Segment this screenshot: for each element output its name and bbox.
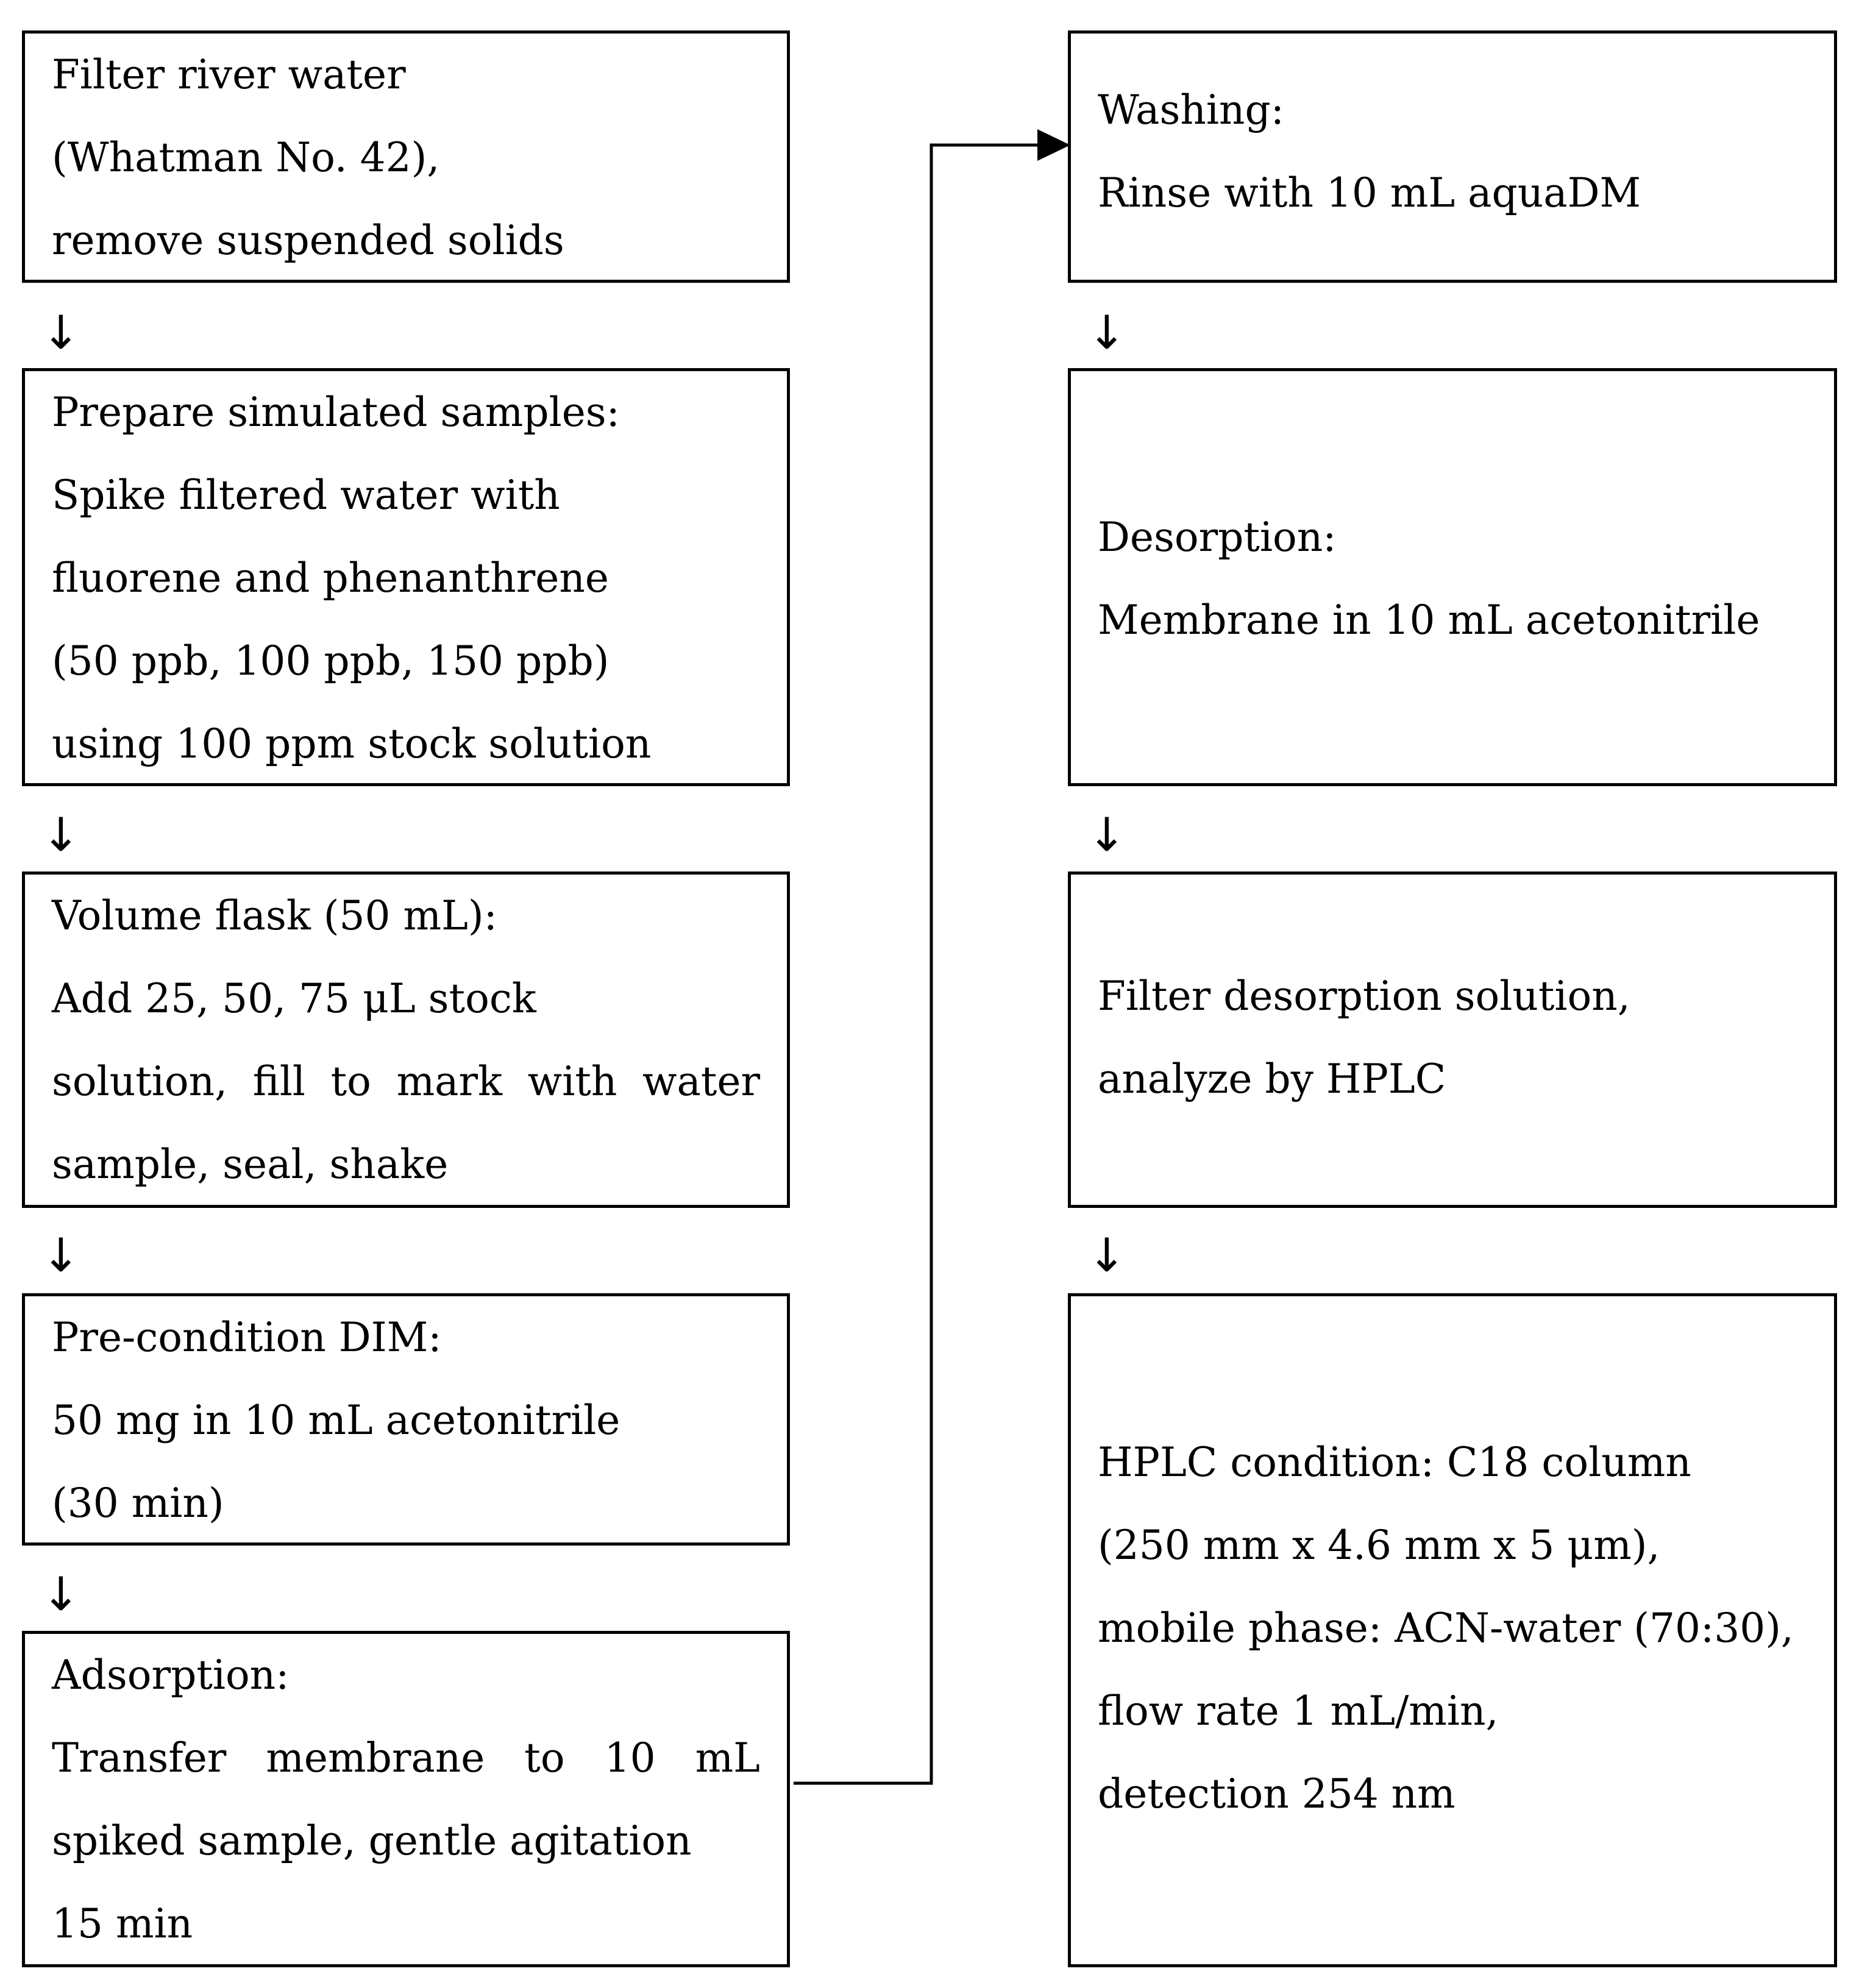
step-volume-line-3: solution, fill to mark with water [52, 1058, 760, 1105]
step-washing-box: Washing: Rinse with 10 mL aquaDM [1068, 30, 1837, 283]
step-precondition-box: Pre-condition DIM: 50 mg in 10 mL aceton… [22, 1293, 790, 1546]
step-prepare-line-4: (50 ppb, 100 ppb, 150 ppb) [52, 637, 610, 684]
step-filter-river-water-box: Filter river water (Whatman No. 42), rem… [22, 30, 790, 283]
arrow-down-icon: ↓ [1087, 808, 1126, 862]
step-hplc-line-2: (250 mm x 4.6 mm x 5 μm), [1098, 1522, 1660, 1569]
step-volume-line-4: sample, seal, shake [52, 1141, 449, 1188]
step-volume-line-2: Add 25, 50, 75 μL stock [52, 975, 536, 1022]
step-prepare-line-2: Spike filtered water with [52, 472, 560, 519]
step-adsorption-box: Adsorption: Transfer membrane to 10 mL s… [22, 1631, 790, 1967]
step-precondition-line-3: (30 min) [52, 1480, 224, 1527]
step-prepare-line-1: Prepare simulated samples: [52, 389, 620, 436]
step-prepare-samples-box: Prepare simulated samples: Spike filtere… [22, 368, 790, 786]
step-volume-flask-box: Volume flask (50 mL): Add 25, 50, 75 μL … [22, 872, 790, 1208]
step-filter-line-3: remove suspended solids [52, 217, 564, 264]
step-prepare-line-3: fluorene and phenanthrene [52, 555, 609, 602]
step-washing-line-1: Washing: [1098, 87, 1284, 133]
arrow-down-icon: ↓ [41, 1567, 80, 1621]
connector-line [794, 143, 1046, 1785]
step-analyze-hplc-box: Filter desorption solution, analyze by H… [1068, 872, 1837, 1208]
step-prepare-line-5: using 100 ppm stock solution [52, 720, 652, 767]
step-hplc-line-5: detection 254 nm [1098, 1770, 1456, 1817]
step-desorption-line-2: Membrane in 10 mL acetonitrile [1098, 597, 1760, 644]
arrow-down-icon: ↓ [1087, 305, 1126, 360]
step-analyze-line-2: analyze by HPLC [1098, 1056, 1446, 1102]
step-adsorption-line-2: Transfer membrane to 10 mL [52, 1734, 760, 1781]
step-precondition-line-1: Pre-condition DIM: [52, 1314, 442, 1361]
step-adsorption-line-3: spiked sample, gentle agitation [52, 1817, 692, 1864]
step-analyze-line-1: Filter desorption solution, [1098, 973, 1630, 1020]
step-hplc-line-1: HPLC condition: C18 column [1098, 1439, 1691, 1486]
step-volume-line-1: Volume flask (50 mL): [52, 892, 497, 939]
step-adsorption-line-1: Adsorption: [52, 1652, 290, 1699]
step-precondition-line-2: 50 mg in 10 mL acetonitrile [52, 1397, 620, 1444]
step-washing-line-2: Rinse with 10 mL aquaDM [1098, 169, 1641, 216]
step-desorption-box: Desorption: Membrane in 10 mL acetonitri… [1068, 368, 1837, 786]
step-adsorption-line-4: 15 min [52, 1900, 193, 1947]
step-desorption-line-1: Desorption: [1098, 514, 1337, 561]
step-hplc-condition-box: HPLC condition: C18 column (250 mm x 4.6… [1068, 1293, 1837, 1967]
arrow-down-icon: ↓ [41, 305, 80, 360]
arrow-down-icon: ↓ [41, 1228, 80, 1282]
step-hplc-line-3: mobile phase: ACN-water (70:30), [1098, 1605, 1794, 1652]
arrow-down-icon: ↓ [41, 808, 80, 862]
arrow-down-icon: ↓ [1087, 1228, 1126, 1282]
step-hplc-line-4: flow rate 1 mL/min, [1098, 1688, 1499, 1734]
connector-arrowhead-icon [1037, 129, 1070, 161]
step-filter-line-1: Filter river water [52, 51, 406, 98]
step-filter-line-2: (Whatman No. 42), [52, 134, 440, 181]
